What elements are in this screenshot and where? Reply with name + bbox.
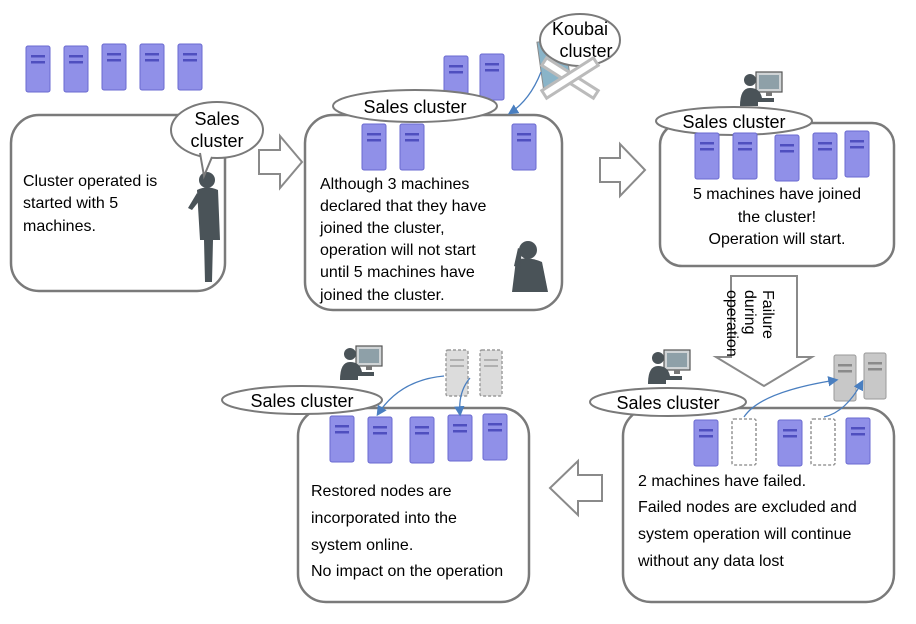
speech-bubble: Sales cluster (170, 101, 264, 180)
bubble-label: cluster (559, 41, 612, 61)
panel-text-line: system operation will continue (638, 526, 852, 543)
panel-initial: Cluster operated is started with 5 machi… (9, 43, 264, 293)
restoring-server-icon (445, 349, 469, 397)
speech-bubble: Sales cluster (221, 385, 383, 415)
removed-server-icon (833, 354, 857, 402)
failure-label: during (741, 290, 758, 334)
join-arrow (507, 71, 542, 115)
panel-text-line: operation will not start (320, 242, 476, 259)
server-icon (482, 413, 508, 461)
server-icon (177, 43, 203, 91)
failed-server-icon (731, 418, 757, 466)
server-icon (774, 134, 800, 182)
restoring-server-icon (479, 349, 503, 397)
panel-all-joined: Sales cluster 5 machines have joined the… (655, 71, 896, 268)
panel-text-line: Although 3 machines (320, 176, 469, 193)
step-arrow-right (599, 141, 647, 199)
server-icon (25, 45, 51, 93)
panel-text-line: Cluster operated is (23, 173, 157, 190)
bubble-label: Sales (194, 109, 239, 129)
step-arrow-left (548, 458, 603, 518)
bubble-label: Sales cluster (616, 393, 719, 413)
server-icon (399, 123, 425, 171)
server-icon (694, 132, 720, 180)
server-icon (732, 132, 758, 180)
panel-box (9, 113, 227, 293)
speech-bubble: Sales cluster (332, 89, 498, 123)
panel-text-line: No impact on the operation (311, 563, 503, 580)
failed-server-icon (810, 418, 836, 466)
panel-text-line: Failed nodes are excluded and (638, 499, 857, 516)
exclude-arrow (743, 376, 839, 418)
panel-text-line: 5 machines have joined (693, 186, 861, 203)
server-icon (479, 53, 505, 101)
server-icon (844, 130, 870, 178)
other-cluster-bubble: Koubai cluster (536, 13, 621, 101)
exclude-arrow (823, 379, 864, 418)
failure-label: Failure (759, 290, 776, 339)
server-icon (777, 419, 803, 467)
bubble-label: Koubai (552, 19, 608, 39)
server-icon (101, 43, 127, 91)
failure-transition: Failure during operation (712, 275, 816, 388)
server-icon (409, 416, 435, 464)
speech-bubble: Sales cluster (655, 106, 813, 136)
panel-text-line: incorporated into the (311, 510, 457, 527)
server-icon (139, 43, 165, 91)
panel-text-line: declared that they have (320, 198, 486, 215)
step-arrow-right (258, 133, 304, 191)
failure-label: operation (723, 290, 740, 357)
operator-icon (339, 345, 383, 381)
operator-icon (647, 349, 691, 385)
restore-arrow (454, 377, 471, 417)
cross-icon (539, 55, 601, 101)
server-icon (361, 123, 387, 171)
step-arrow-down (712, 275, 816, 388)
thinking-person-icon (512, 241, 548, 292)
panel-text-line: 2 machines have failed. (638, 473, 806, 490)
speech-bubble: Sales cluster (589, 387, 747, 417)
server-icon (693, 419, 719, 467)
server-icon (367, 416, 393, 464)
bubble-label: Sales cluster (363, 97, 466, 117)
panel-text-line: until 5 machines have (320, 264, 475, 281)
server-icon (329, 415, 355, 463)
panel-text-line: system online. (311, 537, 413, 554)
server-icon (447, 414, 473, 462)
bubble-label: cluster (190, 131, 243, 151)
panel-text-line: the cluster! (738, 209, 816, 226)
server-icon (845, 417, 871, 465)
bubble-label: Sales cluster (250, 391, 353, 411)
bubble-label: Sales cluster (682, 112, 785, 132)
panel-text-line: Operation will start. (709, 231, 846, 248)
panel-failure: Sales cluster 2 machines have failed. Fa… (589, 349, 896, 604)
removed-server-icon (863, 352, 887, 400)
panel-text-line: machines. (23, 218, 96, 235)
panel-text-line: without any data lost (637, 553, 784, 570)
operator-icon (739, 71, 783, 107)
panel-text-line: Restored nodes are (311, 483, 452, 500)
panel-partial-join: Although 3 machines declared that they h… (303, 13, 621, 312)
panel-text-line: joined the cluster. (319, 287, 445, 304)
panel-restored: Sales cluster Restored nodes are incorpo… (221, 345, 531, 604)
standing-person-icon (188, 172, 220, 282)
restore-arrow (376, 375, 445, 417)
panel-text-line: started with 5 (23, 195, 118, 212)
server-icon (511, 123, 537, 171)
server-icon (812, 132, 838, 180)
server-icon (63, 45, 89, 93)
panel-text-line: joined the cluster, (319, 220, 445, 237)
